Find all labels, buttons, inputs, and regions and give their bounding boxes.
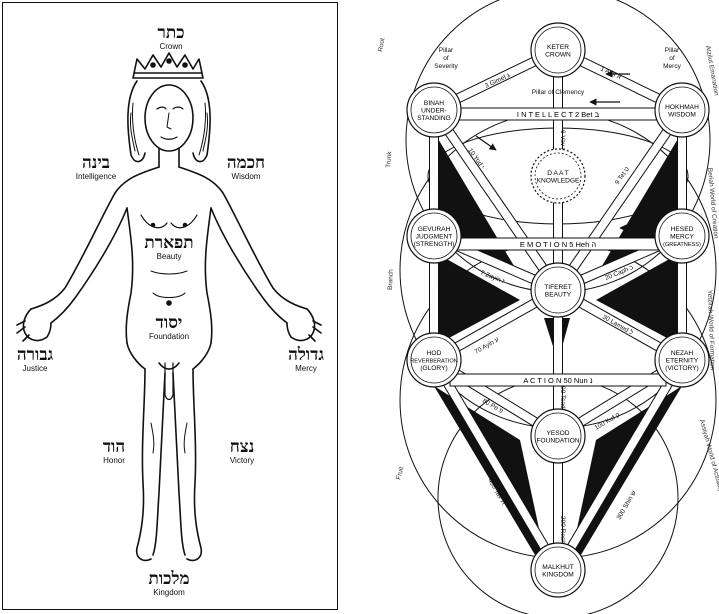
english-foundation: Foundation	[137, 333, 201, 341]
world-fruit: Fruit	[395, 466, 405, 481]
label-honor: הוד Honor	[89, 439, 139, 465]
english-mercy: Mercy	[277, 365, 335, 373]
human-figure-drawing	[3, 3, 339, 611]
world-atzilut: Atzilut Emanation	[704, 45, 719, 96]
sefirah-label-hokhmah-0: HOKHMAH	[665, 104, 699, 111]
english-wisdom: Wisdom	[211, 173, 281, 181]
sefirah-label-hesed-2: (GREATNESS)	[663, 242, 701, 248]
hebrew-malkhut: מלכות	[137, 571, 201, 589]
sefirah-label-hokhmah-1: WISDOM	[668, 111, 696, 118]
hebrew-hokhmah: חכמה	[211, 155, 281, 173]
label-kingdom: מלכות Kingdom	[137, 571, 201, 597]
hebrew-keter: כתר	[141, 25, 201, 43]
sefirah-label-yesod-0: YESOD	[546, 430, 569, 437]
pillar-clemency: Pillar of Clemency	[532, 89, 585, 96]
sefirah-label-gevurah-1: JUDGMENT	[416, 234, 453, 241]
pillar-mercy-line1: Pillar	[665, 47, 680, 54]
sefirah-label-daat-0: D A A T	[547, 170, 569, 177]
hebrew-yesod: יסוד	[137, 315, 201, 333]
path-dalet: 4 Dalet ד	[673, 184, 680, 210]
label-crown: כתר Crown	[141, 25, 201, 51]
path-samekh: 60 Samekh ס	[436, 290, 443, 329]
tree-of-life-diagram: I N T E L L E C T 2 Bet ב E M O T I O N …	[370, 0, 719, 614]
label-wisdom: חכמה Wisdom	[211, 155, 281, 181]
sefirah-label-binah-0: BINAH	[424, 100, 444, 107]
sefirah-label-hesed-1: MERCY	[670, 234, 694, 241]
english-justice: Justice	[7, 365, 63, 373]
pillar-mercy-line2: of	[669, 55, 675, 62]
sefirah-label-binah-2: STANDING	[417, 115, 451, 122]
bar-action-label: A C T I O N 50 Nun נ	[523, 376, 592, 385]
crown-icon	[133, 53, 203, 78]
sefirah-label-binah-1: UNDER-	[421, 108, 447, 115]
sefirah-label-hod-0: HOD	[427, 350, 442, 357]
sefirah-yesod: YESODFOUNDATION	[531, 409, 585, 463]
sefirah-label-nezah-2: (VICTORY)	[665, 365, 698, 372]
bar-intellect-label: I N T E L L E C T 2 Bet ב	[517, 110, 600, 119]
sefirah-label-tiferet-1: BEAUTY	[545, 291, 572, 298]
hebrew-binah: בינה	[61, 155, 131, 173]
pillar-mercy-line3: Mercy	[663, 63, 681, 70]
hebrew-tiferet: תפארת	[133, 235, 205, 253]
label-justice: גבורה Justice	[7, 347, 63, 373]
label-beauty: תפארת Beauty	[133, 235, 205, 261]
english-kingdom: Kingdom	[137, 589, 201, 597]
hebrew-gevurah: גבורה	[7, 347, 63, 365]
sefirah-label-nezah-0: NEZAH	[671, 350, 694, 357]
sefirah-label-daat-1: KNOWLEDGE	[537, 177, 580, 184]
sefirah-label-gevurah-2: (STRENGTH)	[414, 241, 455, 248]
pillar-severity-line2: of	[443, 55, 449, 62]
bar-emotion-label: E M O T I O N 5 Heh ה	[520, 240, 596, 249]
sefirah-label-hesed-0: HESED	[671, 226, 694, 233]
label-intelligence: בינה Intelligence	[61, 155, 131, 181]
english-beauty: Beauty	[133, 253, 205, 261]
hebrew-hod: הוד	[89, 439, 139, 457]
pillar-severity-line1: Pillar	[439, 47, 454, 54]
label-mercy: גדולה Mercy	[277, 347, 335, 373]
label-victory: נצח Victory	[217, 439, 267, 465]
sefirah-label-gevurah-0: GEVURAH	[418, 226, 451, 233]
hebrew-nezah: נצח	[217, 439, 267, 457]
english-intelligence: Intelligence	[61, 173, 131, 181]
world-trunk: Trunk	[385, 151, 393, 169]
sefirah-label-malkhut-1: KINGDOM	[542, 571, 574, 578]
world-assiyah: Assiyah World of Actuality	[698, 419, 719, 494]
sefirah-label-keter-0: KETER	[547, 44, 569, 51]
sefirah-label-malkhut-0: MALKHUT	[542, 564, 574, 571]
sefirah-binah: BINAHUNDER-STANDING	[407, 83, 461, 137]
hebrew-gedulah: גדולה	[277, 347, 335, 365]
sefirah-hod: HOD REVERBERATION(GLORY)	[407, 333, 461, 387]
world-branch: Branch	[387, 269, 395, 290]
sefirah-label-tiferet-0: TIFERET	[544, 284, 571, 291]
sefirah-label-nezah-1: ETERNITY	[666, 358, 699, 365]
sefirah-label-hod-1: REVERBERATION	[410, 359, 457, 365]
pillar-severity-line3: Severity	[434, 63, 458, 70]
english-crown: Crown	[141, 43, 201, 51]
path-vav: 6 Vav ו	[559, 130, 566, 150]
label-foundation: יסוד Foundation	[137, 315, 201, 341]
path-shin: 300 Shin ש	[616, 489, 638, 521]
sefirah-label-hod-2: (GLORY)	[420, 365, 447, 372]
english-victory: Victory	[217, 457, 267, 465]
path-het: 8 Het ח	[436, 150, 443, 172]
world-root: Root	[377, 37, 386, 52]
sefirah-label-yesod-1: FOUNDATION	[536, 437, 579, 444]
english-honor: Honor	[89, 457, 139, 465]
sefirah-label-keter-1: CROWN	[545, 51, 571, 58]
body-figure-panel: כתר Crown בינה Intelligence חכמה Wisdom …	[2, 2, 338, 610]
